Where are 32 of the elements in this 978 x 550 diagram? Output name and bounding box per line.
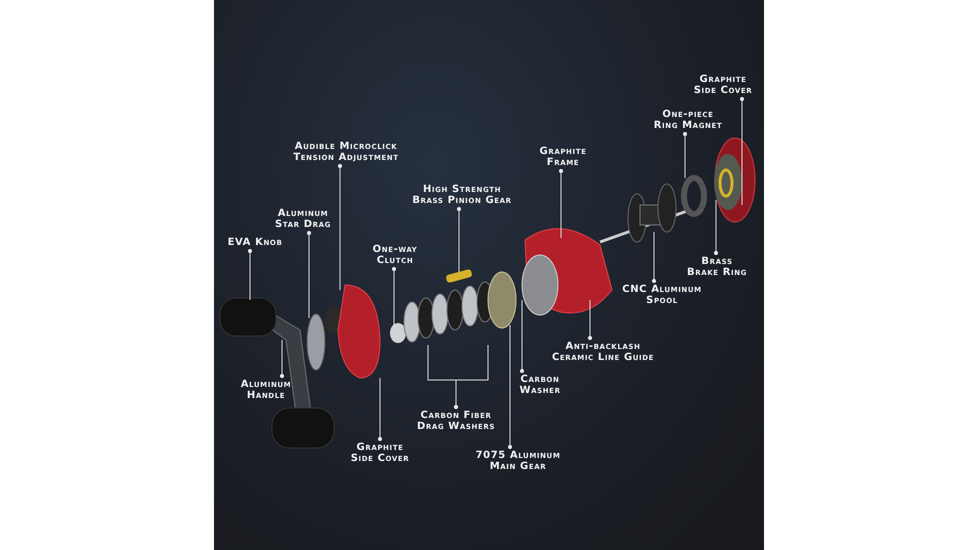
leader-line [588,300,592,340]
part-label: CNC Aluminum Spool [618,284,706,306]
part-label: One-way Clutch [365,244,425,266]
leader-line [652,232,656,283]
leader-line [378,378,382,441]
part-label: Audible Microclick Tension Adjustment [281,141,411,163]
leader-line [307,231,311,318]
part-label: High Strength Brass Pinion Gear [408,184,516,206]
leader-line [454,344,488,409]
leader-line [740,97,744,206]
part-label: Graphite Side Cover [688,74,758,96]
leader-line [248,249,252,300]
leader-line [508,324,512,449]
part-label: Brass Brake Ring [685,256,749,278]
part-label: EVA Knob [215,237,295,248]
leader-line [338,164,342,290]
part-label: Graphite Frame [528,146,598,168]
part-label: Carbon Washer [512,374,568,396]
part-label: One-piece Ring Magnet [649,109,727,131]
leader-line [559,169,563,238]
part-label: Graphite Side Cover [345,442,415,464]
part-label: Carbon Fiber Drag Washers [410,410,502,432]
leader-line [392,267,396,328]
part-label: 7075 Aluminum Main Gear [473,450,563,472]
part-label: Anti-backlash Ceramic Line Guide [543,341,663,363]
part-label: Aluminum Handle [236,379,296,401]
leader-line [683,132,687,178]
leader-line [520,300,524,373]
leader-line [714,200,718,255]
leader-line [457,207,461,272]
leader-line [280,340,284,378]
part-label: Aluminum Star Drag [268,208,338,230]
